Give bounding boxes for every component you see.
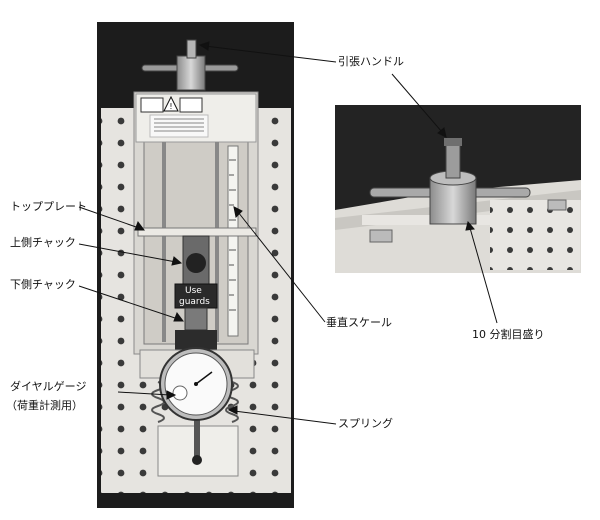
guard-sign-line2: guards — [179, 297, 210, 307]
main-photo: ! — [97, 22, 294, 508]
label-spring: スプリング — [338, 417, 393, 430]
guard-sign-line1: Use — [185, 286, 202, 296]
label-vertical-scale: 垂直スケール — [326, 316, 392, 329]
label-lower-chuck: 下側チャック — [10, 278, 76, 291]
svg-text:!: ! — [169, 102, 172, 111]
inset-photo — [335, 105, 581, 273]
label-upper-chuck: 上側チャック — [10, 236, 76, 249]
label-dial-gauge: ダイヤルゲージ — [10, 380, 87, 393]
leader-lines — [78, 41, 498, 425]
label-dial-gauge-note: （荷重計測用） — [6, 399, 83, 412]
label-top-plate: トッププレート — [10, 200, 87, 213]
label-ten-division-marks: 10 分割目盛り — [472, 328, 545, 341]
label-tension-handle: 引張ハンドル — [338, 55, 404, 68]
